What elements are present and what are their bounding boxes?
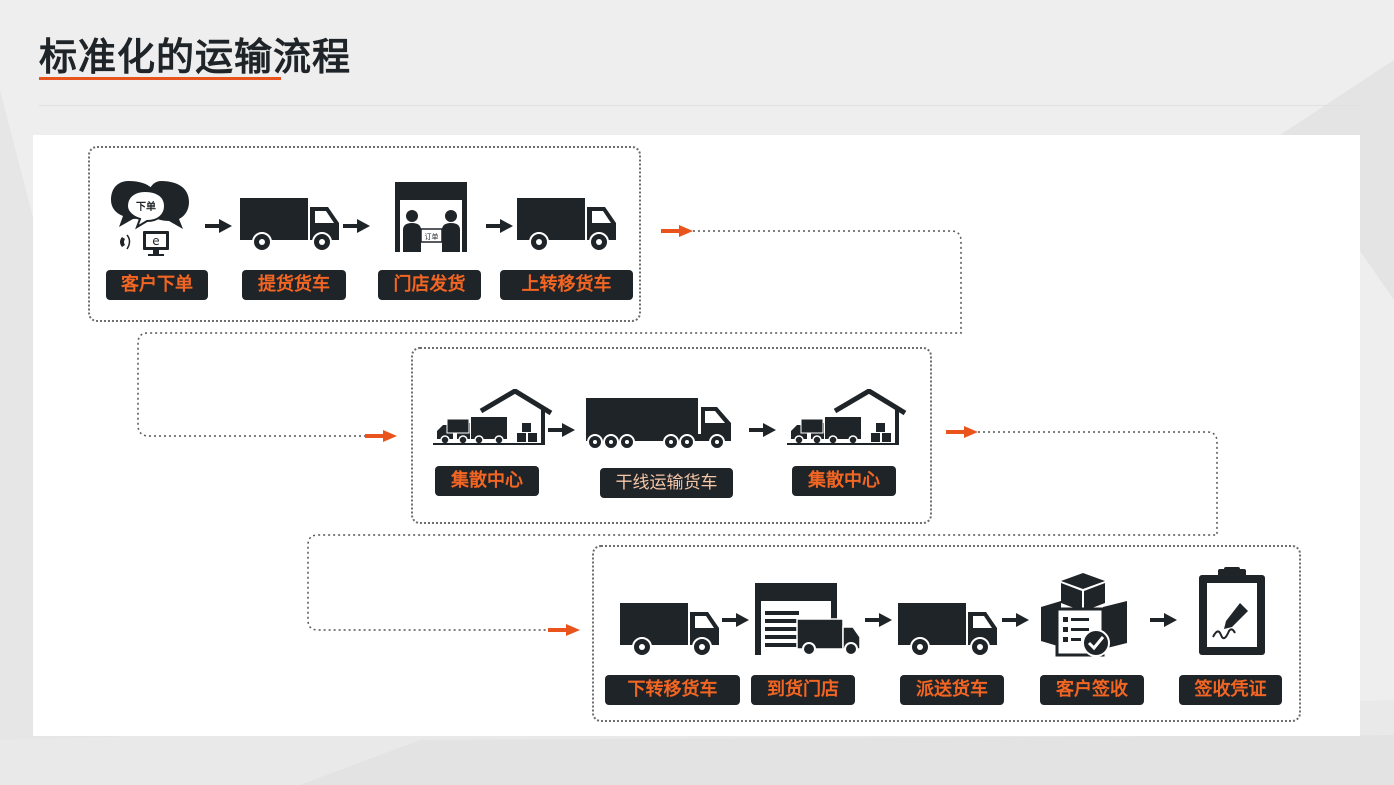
title-divider — [39, 105, 1360, 106]
step-arrow — [205, 219, 232, 233]
distribution-center-icon — [433, 389, 553, 445]
step-arrow — [1002, 613, 1029, 627]
step-arrow — [343, 219, 370, 233]
connector-arrow-2 — [365, 430, 397, 442]
receipt-clipboard-icon — [1199, 567, 1265, 655]
chat-order-icon: 下单 e — [111, 181, 189, 256]
step-label-trunk-truck: 干线运输货车 — [600, 468, 733, 498]
semi-truck-icon — [586, 398, 731, 450]
connector-arrow-1 — [661, 225, 693, 237]
step-label-pickup-truck: 提货货车 — [242, 270, 346, 300]
step-label-distribution-center-destination: 集散中心 — [792, 466, 896, 496]
step-label-receipt-voucher: 签收凭证 — [1179, 675, 1282, 705]
title-underline — [39, 77, 281, 80]
connector-path-1 — [137, 230, 962, 437]
connector-arrow-3 — [946, 426, 978, 438]
content-panel: 下单 e 订单 — [33, 135, 1360, 736]
step-label-distribution-center-origin: 集散中心 — [435, 466, 539, 496]
svg-text:下单: 下单 — [136, 200, 156, 213]
step-label-store-arrival: 到货门店 — [751, 675, 855, 705]
connector-path-2 — [307, 431, 1218, 631]
step-arrow — [722, 613, 749, 627]
step-arrow — [865, 613, 892, 627]
step-label-customer-order: 客户下单 — [106, 270, 208, 300]
step-arrow — [548, 423, 575, 437]
truck-icon — [517, 198, 616, 252]
step-arrow — [486, 219, 513, 233]
step-label-customer-signoff: 客户签收 — [1040, 675, 1144, 705]
step-label-delivery-truck: 派送货车 — [900, 675, 1004, 705]
svg-text:e: e — [152, 234, 159, 248]
flow-connectors — [137, 219, 1218, 636]
store-handover-icon: 订单 — [395, 182, 467, 252]
truck-icon — [898, 603, 997, 657]
customer-signoff-icon — [1041, 573, 1127, 657]
step-arrow — [749, 423, 776, 437]
step-arrow — [1150, 613, 1177, 627]
svg-text:订单: 订单 — [425, 232, 439, 241]
step-label-store-dispatch: 门店发货 — [378, 270, 481, 300]
page-title: 标准化的运输流程 — [39, 35, 352, 79]
truck-icon — [240, 198, 339, 252]
step-label-upper-transfer-truck: 上转移货车 — [500, 270, 633, 300]
stage-3-delivery — [592, 545, 1301, 722]
truck-icon — [620, 603, 719, 657]
distribution-center-icon — [787, 389, 907, 445]
store-arrival-icon — [755, 583, 861, 656]
stage-2-trunk-line — [411, 347, 932, 524]
stage-1-pickup — [88, 146, 641, 322]
connector-arrow-4 — [548, 624, 580, 636]
step-label-lower-transfer-truck: 下转移货车 — [605, 675, 740, 705]
